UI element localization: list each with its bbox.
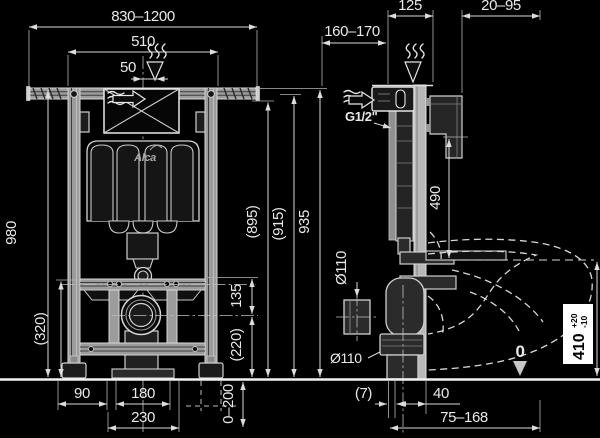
airflow-arrow-side-icon (343, 89, 376, 110)
dim-drain-range-label: 75–168 (440, 409, 488, 426)
dim-foot-inset-label: 90 (74, 385, 90, 402)
dim-outlet-width-label: 180 (131, 385, 155, 402)
lower-crossbar (79, 342, 206, 356)
side-frame-post (388, 97, 397, 241)
steam-waves-side (405, 43, 425, 59)
dim-spare-outlet-dia-label: Ø110 (333, 251, 350, 285)
dim-frame-depth-label: 125 (398, 0, 422, 14)
floor-zero-label: 0 (515, 342, 524, 361)
dim-bar-to-outlet-label: 135 (228, 284, 245, 308)
side-cistern-profile (395, 110, 414, 242)
dim-drain-dia-label: Ø110 (330, 350, 362, 366)
brand-logo: Alca (133, 144, 163, 164)
inner-rail-right (166, 289, 178, 346)
upper-crossbar (62, 278, 256, 301)
water-connection-label: G1/2" (345, 109, 378, 124)
side-view: G1/2" (321, 0, 600, 433)
dim-drain-offset-label: 40 (433, 385, 449, 402)
dim-bracket-height-label: 490 (427, 186, 444, 210)
dim-height-a-label: (895) (244, 205, 261, 238)
rail-hatch-right (223, 87, 253, 100)
seat-height-box: 410 +20 -10 (563, 304, 593, 364)
vent-steam-arrow-side-icon (404, 43, 425, 84)
rail-hatch-left (32, 87, 62, 100)
dim-base-width-label: 230 (131, 409, 155, 426)
spare-outlet-fitting: Ø110 (333, 251, 378, 341)
dim-height-c-label: 935 (296, 210, 313, 234)
dim-leg-adjust-label: 0–200 (220, 384, 237, 424)
airflow-arrow-icon (107, 89, 147, 109)
drain-elbow (379, 277, 425, 433)
front-view: Alca (3, 8, 327, 432)
cistern-tank: Alca (86, 140, 200, 234)
flush-button (371, 86, 415, 112)
water-connection: G1/2" (345, 109, 392, 129)
dim-pipe-gap-label: (7) (355, 385, 373, 402)
base-flange (111, 368, 175, 379)
waste-outlet (112, 294, 258, 336)
inner-rail-left (108, 289, 120, 346)
dim-seat-tol-minus-label: -10 (579, 315, 589, 328)
frame-posts (67, 87, 218, 380)
dim-outlet-height-label: (220) (228, 328, 245, 361)
brand-logo-text: Alca (133, 152, 156, 164)
dim-seat-height-label: 410 (571, 333, 588, 360)
dim-frame-height-label: 980 (3, 221, 20, 245)
dim-button-depth-label: 160–170 (324, 23, 380, 40)
drain-dia-callout: Ø110 (330, 350, 381, 366)
dim-frame-width-label: 510 (131, 33, 155, 50)
floor-zero-reference: 0 (513, 342, 527, 376)
dim-rail-span-label: 830–1200 (111, 8, 175, 25)
dim-seat-tol-plus-label: +20 (569, 313, 579, 328)
wall-bracket (426, 95, 463, 159)
floor-zero-arrow-icon (513, 361, 527, 376)
front-dimensions: 830–1200 510 50 980 (320) 135 (220) (89 (3, 8, 327, 432)
dim-lower-height-label: (320) (32, 312, 49, 345)
wc-bowl-outline (427, 231, 593, 371)
flush-button-rocker (395, 89, 406, 109)
side-dimensions: 125 20–95 160–170 490 410 +20 -10 0 (321, 0, 600, 432)
foot-extension-dashed (186, 381, 238, 411)
dim-height-b-label: (915) (270, 207, 287, 240)
adjustable-feet (61, 355, 238, 411)
dim-wall-range-label: 20–95 (481, 0, 521, 14)
dim-button-offset-label: 50 (120, 59, 136, 76)
flush-valve (126, 232, 159, 286)
bowl-mounting-plane (425, 250, 507, 261)
